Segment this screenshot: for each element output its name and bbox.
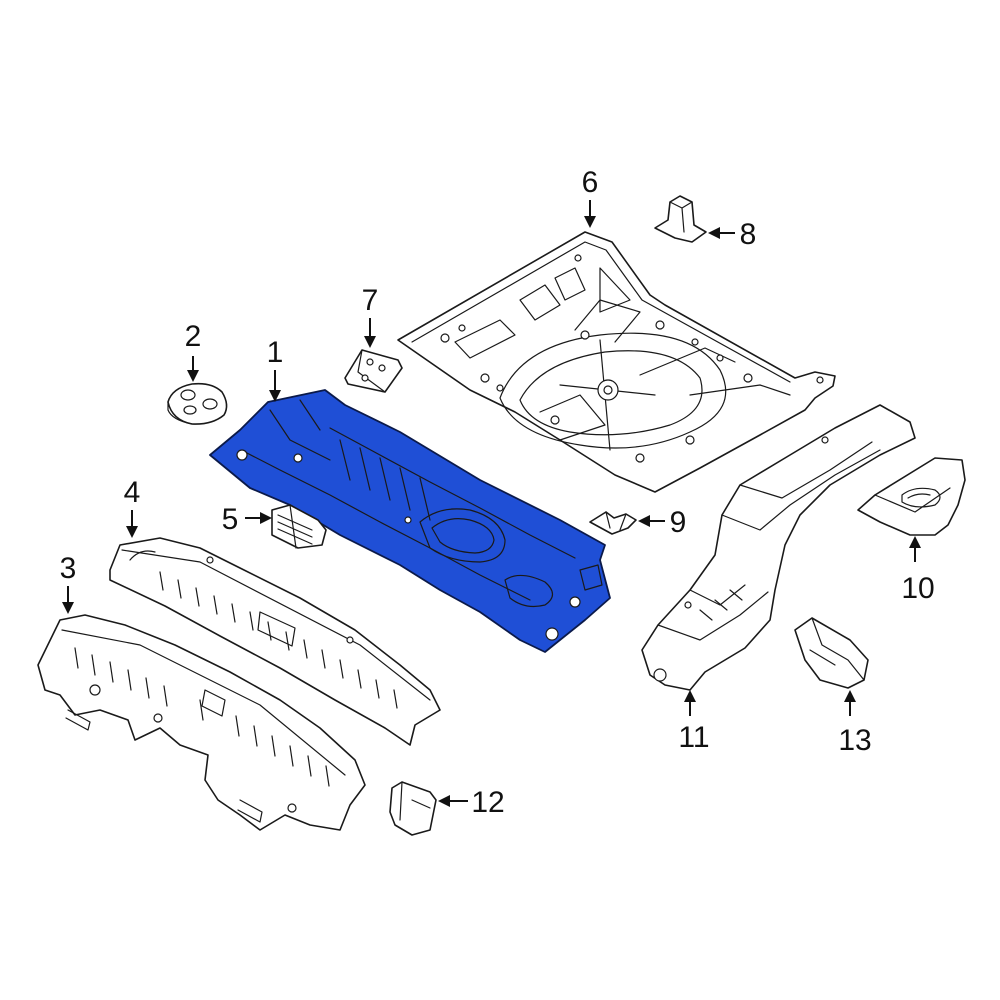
part-8-mount[interactable] (654, 195, 707, 243)
part-5-bracket[interactable] (271, 504, 327, 549)
callout-7: 7 (362, 284, 379, 317)
callout-2: 2 (185, 320, 202, 353)
part-12-bracket[interactable] (389, 781, 437, 836)
part-13-bracket[interactable] (794, 617, 869, 689)
part-3-cross-member[interactable] (37, 614, 366, 831)
part-6-rear-floor-pan[interactable] (397, 231, 836, 493)
callout-11: 11 (678, 721, 709, 754)
part-2-plug[interactable] (167, 382, 228, 425)
callout-4: 4 (124, 476, 141, 509)
callout-8: 8 (740, 218, 757, 251)
callout-13: 13 (838, 724, 871, 757)
part-4-cross-member[interactable] (109, 537, 441, 746)
callout-1: 1 (267, 336, 284, 369)
callout-arrows (62, 200, 921, 807)
callout-12: 12 (471, 786, 504, 819)
callout-labels: 1 2 3 4 5 6 7 8 9 10 11 12 13 (60, 166, 935, 819)
callout-3: 3 (60, 552, 77, 585)
part-11-side-member[interactable] (641, 404, 916, 691)
part-1-rear-floor-panel[interactable] (209, 389, 611, 653)
callout-10: 10 (901, 572, 934, 605)
callout-6: 6 (582, 166, 599, 199)
part-10-bracket[interactable] (857, 457, 966, 536)
part-7-bracket[interactable] (344, 349, 403, 393)
part-9-clip[interactable] (589, 511, 637, 535)
callout-5: 5 (222, 503, 239, 536)
callout-9: 9 (670, 506, 687, 539)
